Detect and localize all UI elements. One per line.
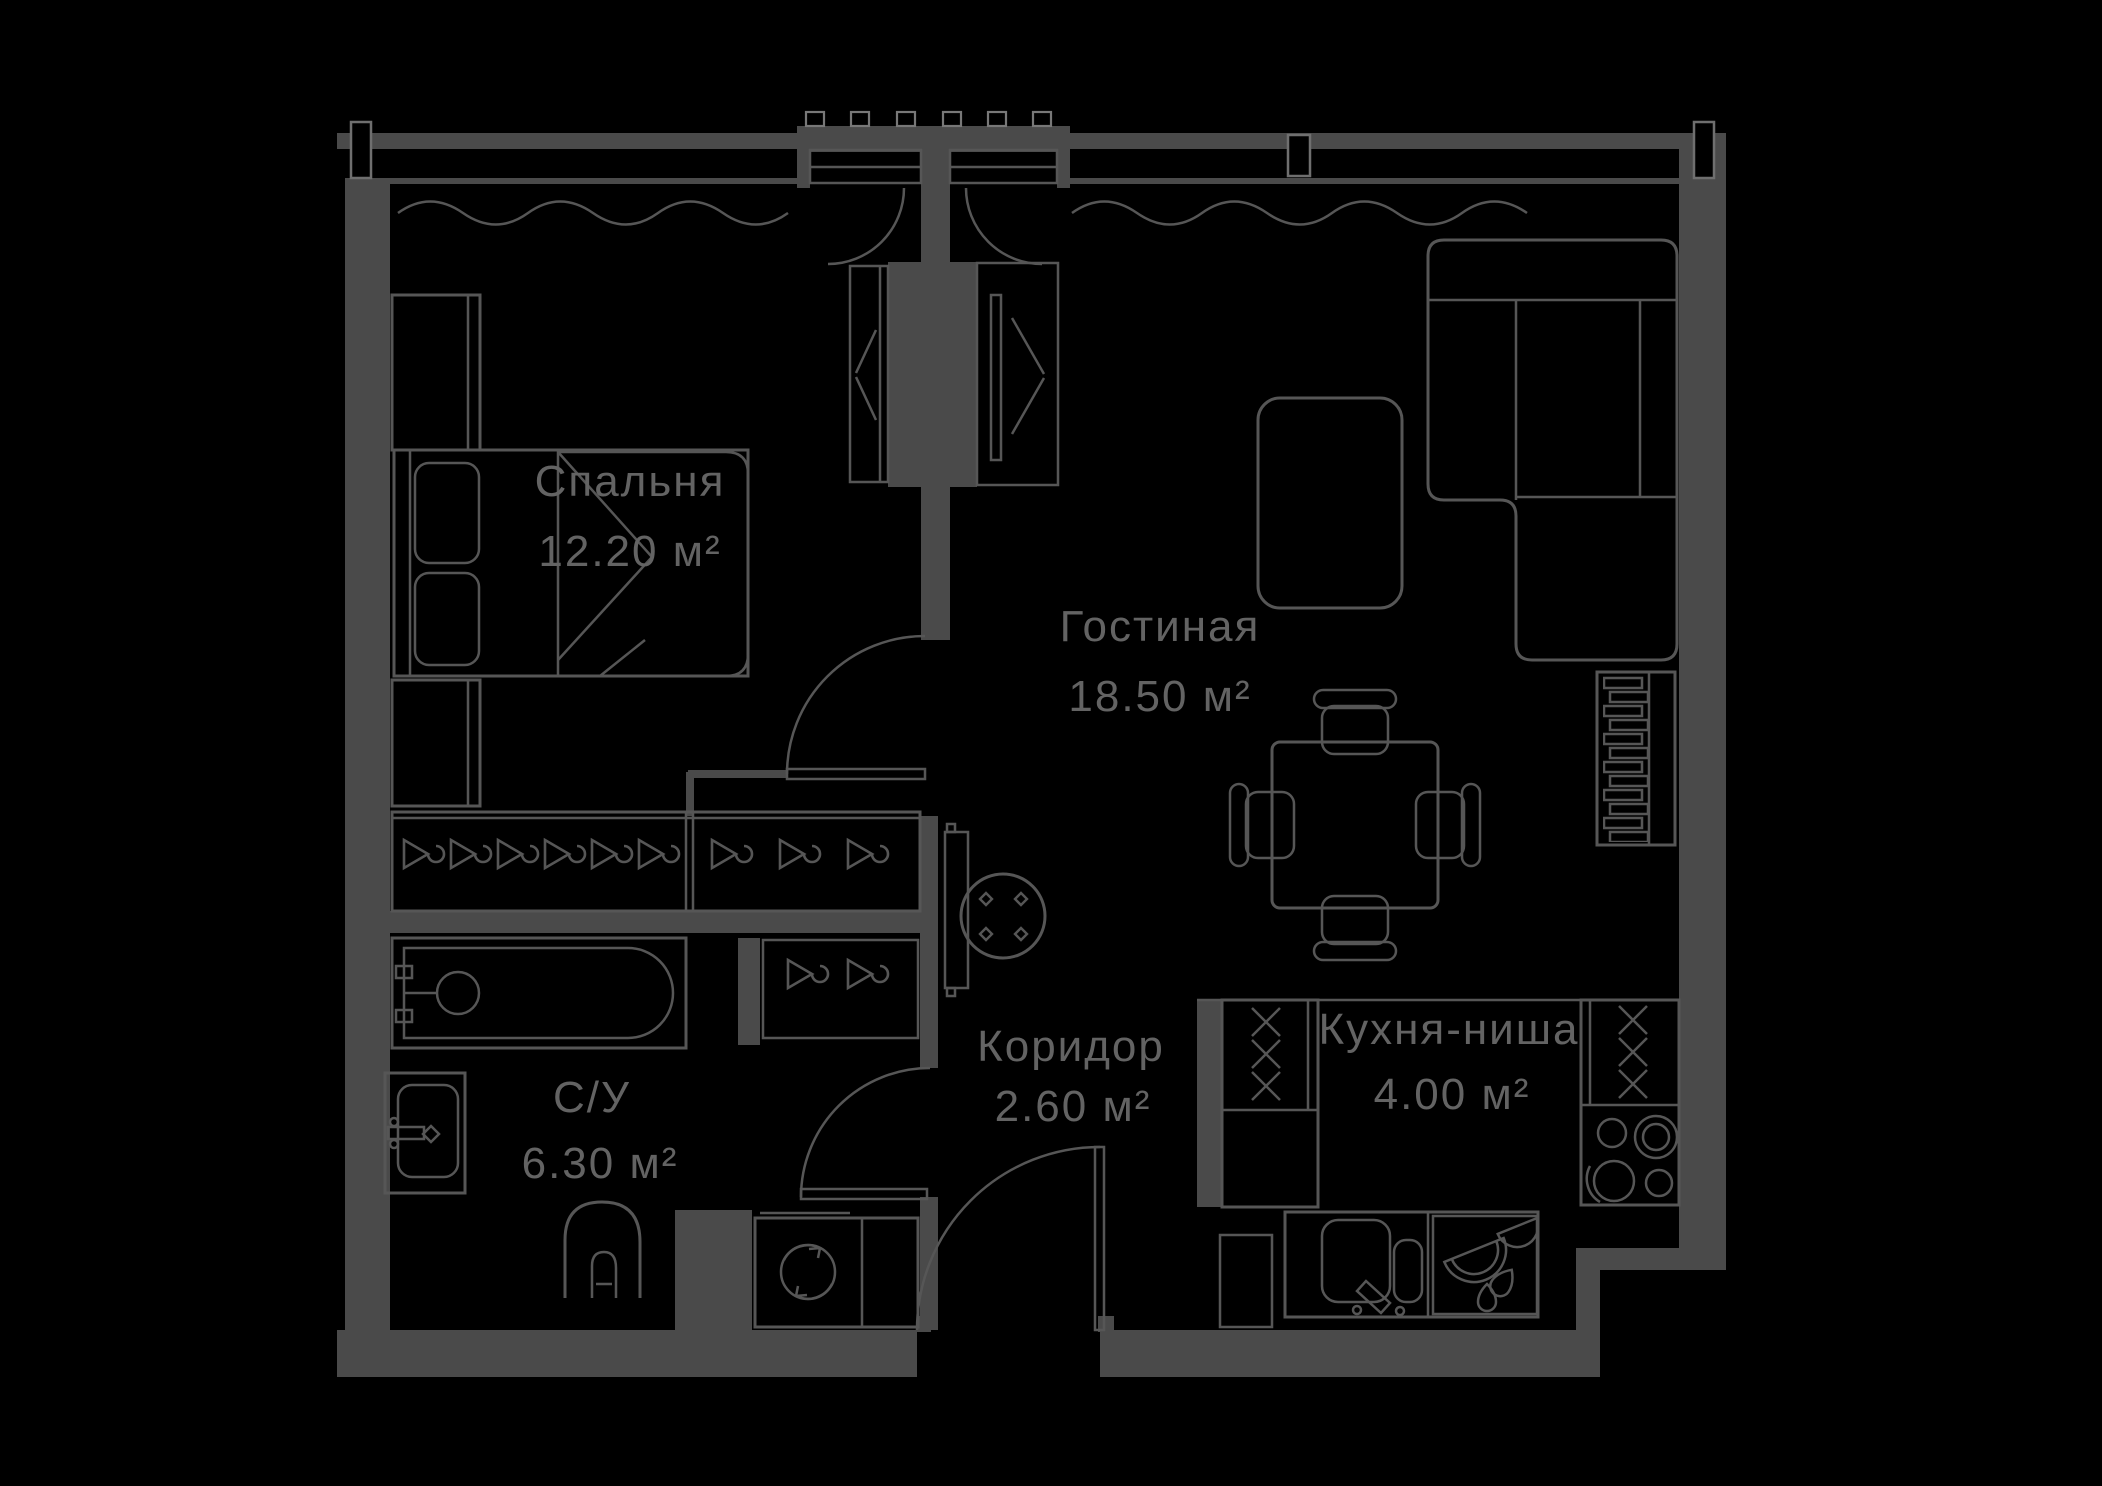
room-name: Коридор: [977, 1022, 1165, 1071]
fruit-slice-icon: [1442, 1236, 1508, 1284]
chair: [1312, 894, 1398, 962]
console-cabinet: [943, 822, 970, 998]
fruit-slice-icon: [1496, 1216, 1540, 1249]
room-bedroom: Спальня 12.20 м²: [390, 261, 1060, 808]
toilet: [563, 1200, 642, 1298]
hanger-icon: [402, 838, 446, 870]
curtain-wave: [1071, 200, 1528, 226]
hanger-icon: [449, 838, 493, 870]
stove: [1585, 1114, 1679, 1204]
hanger-icon: [846, 838, 890, 870]
door-swing-arc: [785, 634, 926, 775]
room-corridor: Коридор 2.60 м²: [915, 822, 1165, 1332]
pillow: [413, 571, 481, 667]
room-name: Гостиная: [1060, 602, 1261, 651]
wardrobe-core: [888, 262, 977, 487]
closet-two-hangers: [761, 938, 920, 1040]
bottom-wall-right: [1100, 1330, 1600, 1377]
kitchen-wall: [1197, 1000, 1222, 1207]
hanger-icon: [543, 838, 587, 870]
room-name: Кухня-ниша: [1318, 1005, 1579, 1054]
chair: [1312, 688, 1398, 756]
appliance-cross-icon: [1251, 1039, 1281, 1069]
curtains: [397, 200, 1528, 226]
hanger-icon: [846, 958, 890, 990]
bedroom-door-leaf: [785, 767, 927, 781]
fridge-cabinet-left: [1220, 998, 1320, 1209]
hanger-icon: [786, 958, 830, 990]
dining-table: [1270, 740, 1440, 910]
hallway-wardrobe-row: [390, 810, 922, 913]
cutting-board: [1431, 1214, 1540, 1316]
bathtub: [390, 936, 688, 1050]
room-area: 18.50 м²: [1068, 672, 1251, 721]
facade-mullions: [349, 110, 1716, 180]
left-wall: [345, 178, 390, 1377]
room-living: Гостиная 18.50 м²: [1060, 238, 1679, 962]
appliance-cross-icon: [1618, 1037, 1648, 1067]
walls: [337, 126, 1726, 1377]
appliance-cross-icon: [1251, 1007, 1281, 1037]
sofa: [1426, 238, 1679, 662]
door-swing-arc: [827, 187, 906, 266]
fruit-drop-icon: [1489, 1268, 1514, 1298]
door-swing-arc: [915, 1145, 1101, 1331]
washing-machine: [753, 1211, 920, 1329]
kitchen-sink: [1320, 1218, 1424, 1317]
appliance-cross-icon: [1618, 1005, 1648, 1035]
chair: [1414, 782, 1482, 868]
rug: [1256, 396, 1404, 610]
hanger-icon: [637, 838, 681, 870]
hanger-icon: [590, 838, 634, 870]
room-name: С/У: [553, 1073, 631, 1122]
entrance-door: [915, 1145, 1106, 1332]
hanger-icon: [496, 838, 540, 870]
bathroom-door-leaf: [799, 1187, 929, 1201]
hanger-icon: [778, 838, 822, 870]
bottom-wall-left: [337, 1330, 917, 1377]
room-kitchen: Кухня-ниша 4.00 м²: [1197, 998, 1681, 1329]
radiator: [1595, 670, 1677, 847]
fridge-cabinet-right: [1579, 998, 1681, 1207]
bed: [392, 448, 750, 678]
room-area: 6.30 м²: [522, 1139, 679, 1188]
right-wall: [1679, 149, 1726, 1250]
room-bathroom: С/У 6.30 м²: [383, 936, 931, 1329]
room-area: 4.00 м²: [1374, 1070, 1531, 1119]
nightstand: [390, 678, 482, 808]
door-swing-arc: [964, 187, 1043, 266]
room-area: 2.60 м²: [995, 1082, 1152, 1131]
chair: [1228, 782, 1296, 868]
door-swing-arc: [799, 1066, 931, 1198]
faucet-icon: [1355, 1279, 1392, 1315]
appliance-cross-icon: [1618, 1069, 1648, 1099]
entrance-door-leaf: [1093, 1145, 1106, 1332]
dining-set: [1228, 688, 1482, 962]
kitchen-counter: [1283, 1210, 1540, 1319]
pillow: [413, 461, 481, 565]
room-name: Спальня: [535, 457, 726, 506]
blanket: [556, 450, 750, 678]
appliance-cross-icon: [1251, 1071, 1281, 1101]
fruit-drop-icon: [1476, 1282, 1498, 1313]
room-area: 12.20 м²: [538, 527, 721, 576]
curtain-wave: [397, 200, 789, 226]
living-wardrobe: [975, 261, 1060, 487]
round-table: [959, 872, 1047, 960]
bathroom-sink: [383, 1071, 467, 1195]
hanger-icon: [710, 838, 754, 870]
bedroom-wardrobe: [848, 264, 890, 484]
kitchen-cabinet: [1218, 1233, 1274, 1329]
